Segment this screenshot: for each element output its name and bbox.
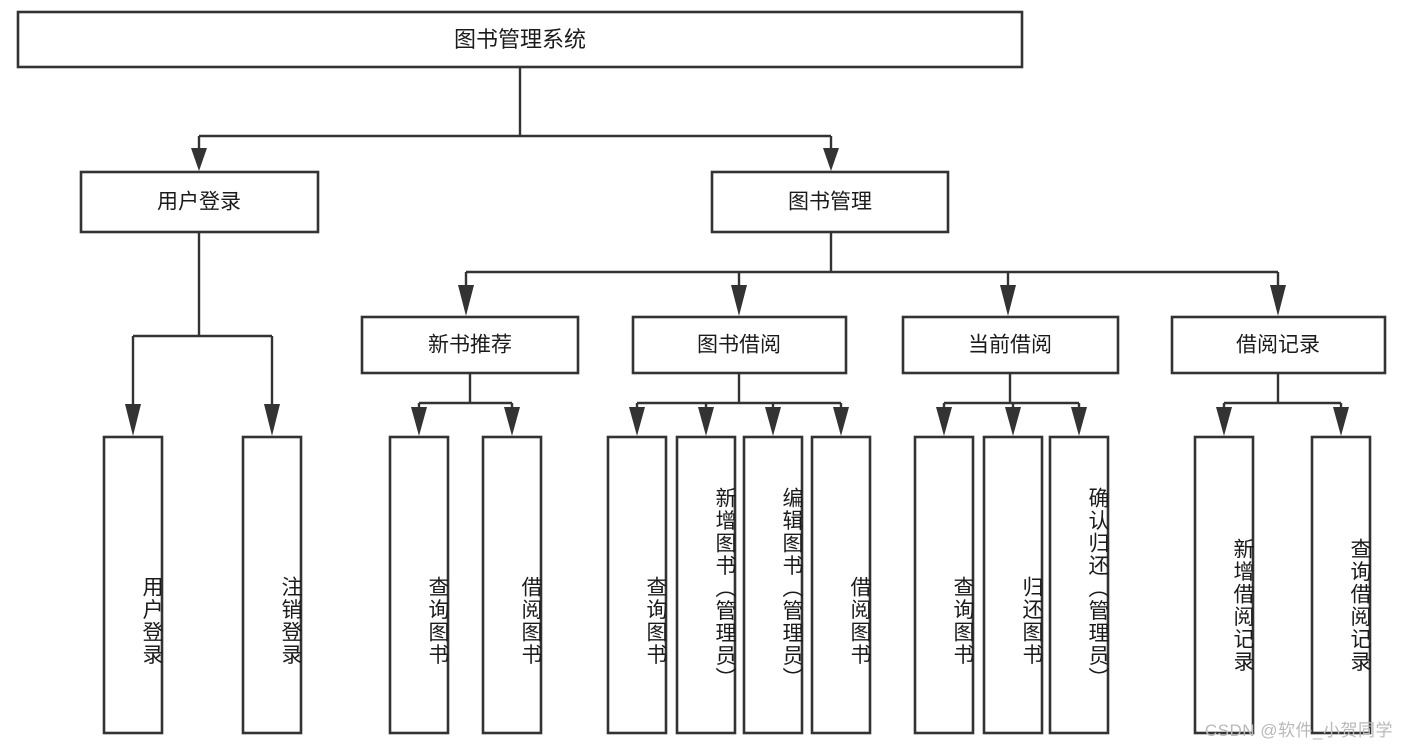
leaf-box-logout[interactable]: [241, 435, 303, 735]
connector-layer: [125, 67, 1349, 436]
node-borrow-record-label: 借阅记录: [1236, 334, 1320, 357]
node-new-book-recommend-label: 新书推荐: [428, 334, 512, 357]
arrow-head-new-book-rec: [458, 285, 474, 316]
node-borrow-record[interactable]: 借阅记录: [1170, 315, 1387, 375]
arrow-head-leaf-confirm-return: [1071, 407, 1087, 436]
arrow-head-leaf-borrow-book-2: [833, 407, 849, 436]
node-book-borrow[interactable]: 图书借阅: [631, 315, 848, 375]
node-user-login-box[interactable]: [79, 170, 320, 234]
node-current-borrow-label: 当前借阅: [968, 334, 1052, 357]
leaf-box-query-record[interactable]: [1310, 435, 1372, 735]
arrow-head-leaf-query-book-1: [411, 407, 427, 436]
arrow-head-user-login: [191, 148, 207, 171]
node-book-management-label: 图书管理: [788, 191, 872, 214]
node-new-book-recommend-box[interactable]: [360, 315, 580, 375]
leaf-box-add-book[interactable]: [675, 435, 737, 735]
leaf-box-query-book-2[interactable]: [606, 435, 668, 735]
leaf-box-return-book[interactable]: [982, 435, 1044, 735]
node-book-borrow-label: 图书借阅: [697, 334, 781, 357]
leaf-box-add-record[interactable]: [1193, 435, 1255, 735]
arrow-head-book-mgmt: [823, 148, 839, 171]
arrow-head-leaf-logout: [264, 404, 280, 436]
node-current-borrow[interactable]: 当前借阅: [901, 315, 1120, 375]
node-user-login[interactable]: 用户登录: [79, 170, 320, 234]
arrow-head-book-borrow: [731, 285, 747, 316]
leaf-box-borrow-book-2[interactable]: [810, 435, 872, 735]
csdn-watermark: CSDN @软件_小贺同学: [1204, 721, 1393, 740]
arrow-head-current-borrow: [1000, 285, 1016, 316]
leaf-box-borrow-book-1[interactable]: [481, 435, 543, 735]
leaf-box-query-book-3[interactable]: [913, 435, 975, 735]
node-book-management-box[interactable]: [710, 170, 950, 234]
leaf-box-edit-book[interactable]: [742, 435, 804, 735]
node-borrow-record-box[interactable]: [1170, 315, 1387, 375]
leaf-box-layer: [102, 435, 1372, 735]
arrow-head-leaf-query-book-3: [936, 407, 952, 436]
node-root[interactable]: 图书管理系统: [16, 10, 1024, 69]
node-book-management[interactable]: 图书管理: [710, 170, 950, 234]
arrow-head-leaf-query-record: [1333, 407, 1349, 436]
node-current-borrow-box[interactable]: [901, 315, 1120, 375]
arrow-head-borrow-record: [1270, 285, 1286, 316]
leaf-box-user-login[interactable]: [102, 435, 164, 735]
arrow-head-leaf-add-record: [1216, 407, 1232, 436]
arrow-head-leaf-edit-book: [765, 407, 781, 436]
node-book-borrow-box[interactable]: [631, 315, 848, 375]
leaf-box-query-book-1[interactable]: [388, 435, 450, 735]
arrow-head-leaf-user-login: [125, 404, 141, 436]
arrow-head-leaf-query-book-2: [629, 407, 645, 436]
arrow-head-leaf-add-book: [698, 407, 714, 436]
node-root-box[interactable]: [16, 10, 1024, 69]
arrow-head-leaf-borrow-book-1: [504, 407, 520, 436]
node-user-login-label: 用户登录: [157, 191, 241, 214]
leaf-box-confirm-return[interactable]: [1048, 435, 1110, 735]
node-new-book-recommend[interactable]: 新书推荐: [360, 315, 580, 375]
arrow-head-leaf-return-book: [1005, 407, 1021, 436]
node-root-label: 图书管理系统: [454, 27, 586, 52]
